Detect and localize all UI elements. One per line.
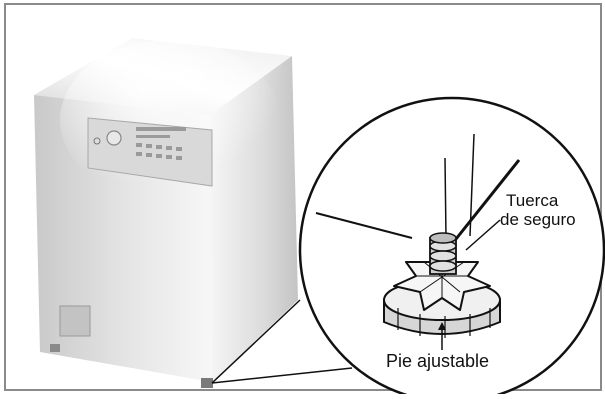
threaded-stem: [430, 233, 456, 274]
service-panel: [60, 306, 90, 336]
lock-nut-label-line1: Tuerca: [506, 192, 558, 210]
machine-edge-1: [445, 158, 446, 238]
machine-foot-left: [50, 344, 60, 352]
power-button-icon: [94, 138, 100, 144]
adjustable-foot-label: Pie ajustable: [386, 352, 489, 370]
lock-nut-label-line2: de seguro: [500, 211, 576, 229]
machine-foot-right: [201, 378, 213, 388]
program-knob-icon: [107, 131, 121, 145]
washing-machine: [34, 38, 298, 388]
